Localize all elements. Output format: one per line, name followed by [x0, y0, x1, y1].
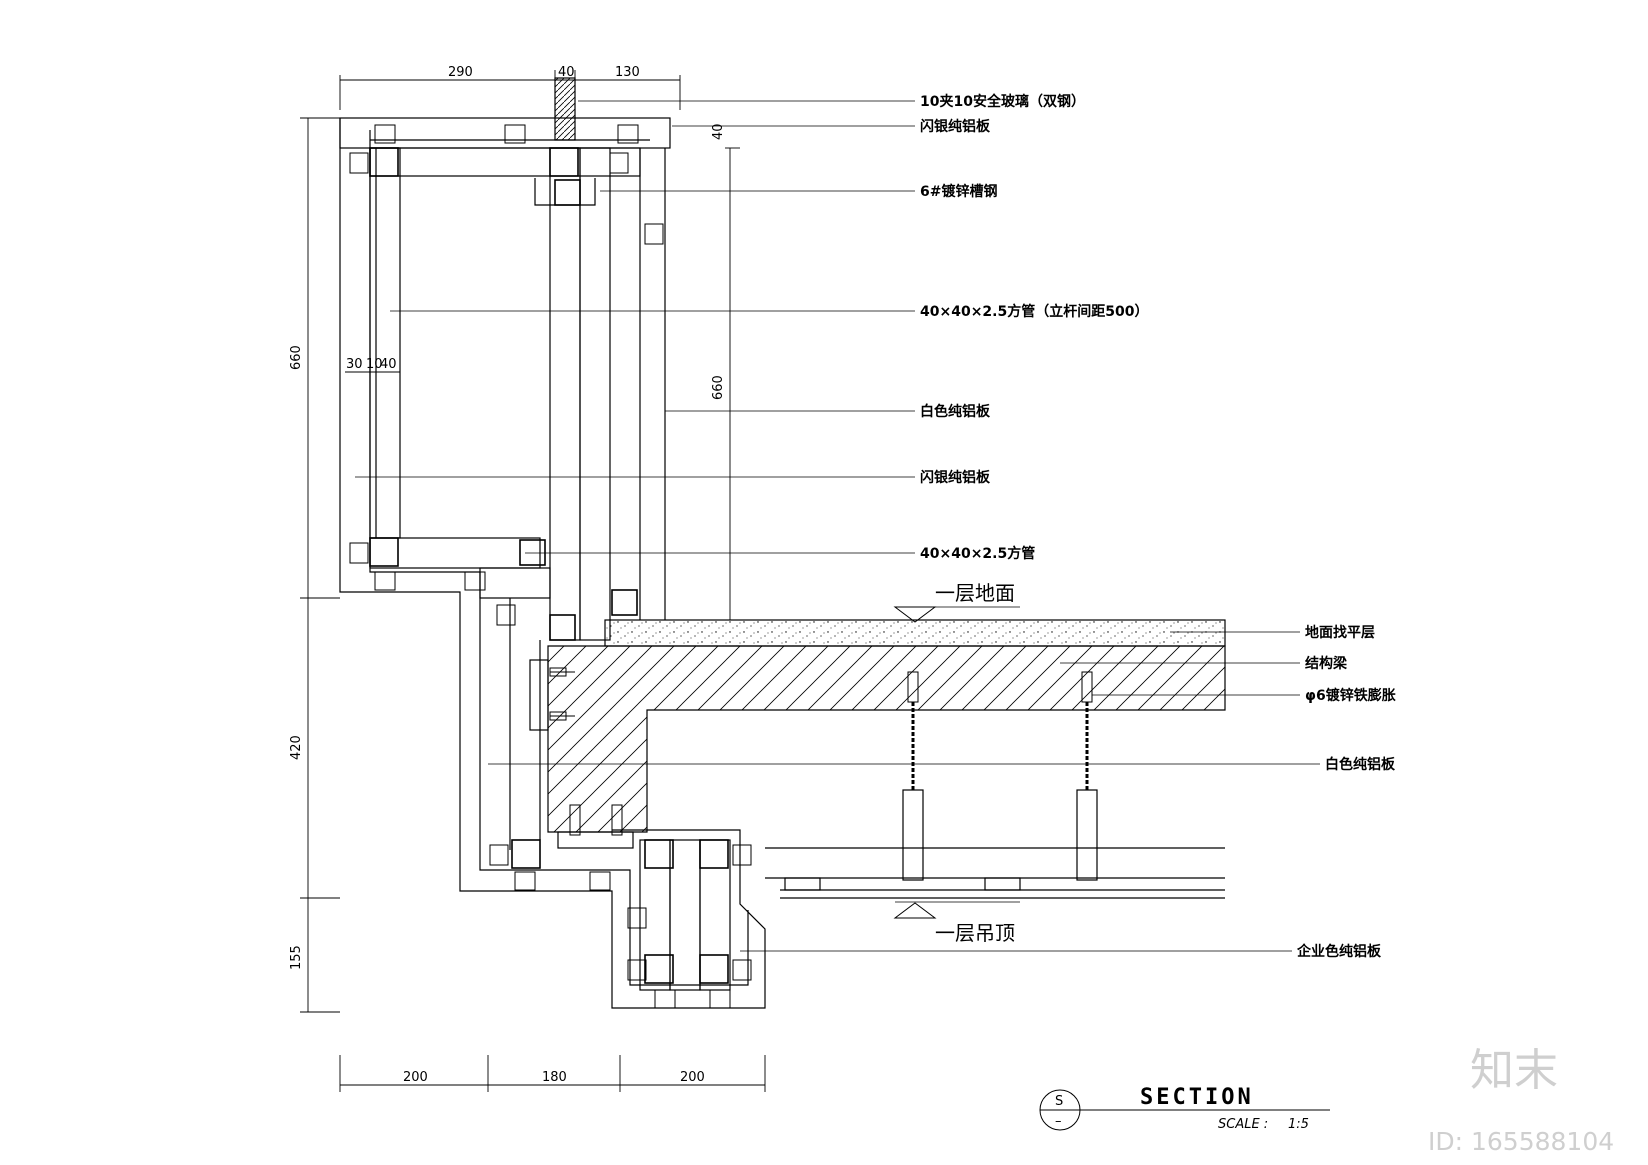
expansion-bolts: [549, 667, 1093, 836]
watermark-id: ID: 165588104: [1428, 1127, 1614, 1156]
scale-value: 1:5: [1288, 1117, 1309, 1132]
dim-left-155: 155: [289, 945, 304, 970]
label-expansion-bolt: φ6镀锌铁膨胀: [1305, 687, 1396, 704]
ceiling-level-marker: [893, 902, 937, 919]
ceiling-system: [765, 847, 1225, 899]
bottom-horizontal-tube: [369, 537, 541, 569]
frame-structure: [339, 77, 1226, 1009]
label-glass: 10夹10安全玻璃（双钢）: [920, 93, 1085, 110]
central-mullion: [549, 147, 581, 641]
label-silver-panel-mid: 闪银纯铝板: [920, 469, 991, 486]
safety-glass: [554, 77, 576, 141]
label-white-panel-upper: 白色纯铝板: [920, 403, 991, 420]
dim-top-40: 40: [558, 65, 575, 80]
label-floor-leveling: 地面找平层: [1305, 624, 1375, 641]
dim-inner-10: 10: [366, 357, 383, 372]
watermark-logo: 知末: [1470, 1045, 1558, 1096]
label-silver-panel-top: 闪银纯铝板: [920, 118, 991, 135]
top-horizontal-tube: [369, 147, 641, 177]
channel-steel: [534, 178, 596, 206]
floor-level-marker: [893, 606, 937, 623]
floor-leveling-layer: [604, 619, 1226, 647]
structural-beam: [547, 645, 1226, 833]
section-title: SECTION: [1140, 1085, 1254, 1110]
left-vertical-tube: [369, 147, 401, 539]
label-white-panel-lower: 白色纯铝板: [1325, 756, 1396, 773]
dim-inner-30: 30: [346, 357, 363, 372]
lower-tube-mid: [669, 839, 701, 991]
outer-cladding-outline: [339, 118, 766, 1009]
dim-top-290: 290: [448, 65, 473, 80]
label-structural-beam: 结构梁: [1305, 655, 1348, 672]
label-square-tube-spacing: 40×40×2.5方管（立杆间距500）: [920, 303, 1148, 320]
leader-lines: [355, 100, 1320, 952]
level-first-floor: 一层地面: [935, 581, 1015, 605]
level-first-ceiling: 一层吊顶: [935, 921, 1015, 945]
label-square-tube: 40×40×2.5方管: [920, 545, 1035, 562]
dim-top-130: 130: [615, 65, 640, 80]
inner-cladding-outline: [369, 130, 749, 986]
lower-tube-right: [699, 839, 731, 991]
dim-bottom-180: 180: [542, 1070, 567, 1085]
scale-label: SCALE :: [1218, 1117, 1268, 1132]
label-corporate-panel: 企业色纯铝板: [1296, 943, 1382, 960]
dim-right-40: 40: [711, 123, 726, 140]
title-block: S – SECTION SCALE : 1:5: [1039, 1085, 1330, 1132]
label-channel-steel: 6#镀锌槽钢: [920, 183, 997, 200]
dim-inner-40: 40: [380, 357, 397, 372]
dim-left-660: 660: [289, 345, 304, 370]
dim-inner-660: 660: [711, 375, 726, 400]
dim-bottom-200a: 200: [403, 1070, 428, 1085]
dim-left-420: 420: [289, 735, 304, 760]
section-symbol-top: S: [1055, 1094, 1063, 1109]
dim-bottom-200b: 200: [680, 1070, 705, 1085]
section-symbol-bottom: –: [1055, 1114, 1062, 1129]
hanger-rods: [902, 702, 1098, 881]
dimension-lines: [300, 70, 766, 1092]
